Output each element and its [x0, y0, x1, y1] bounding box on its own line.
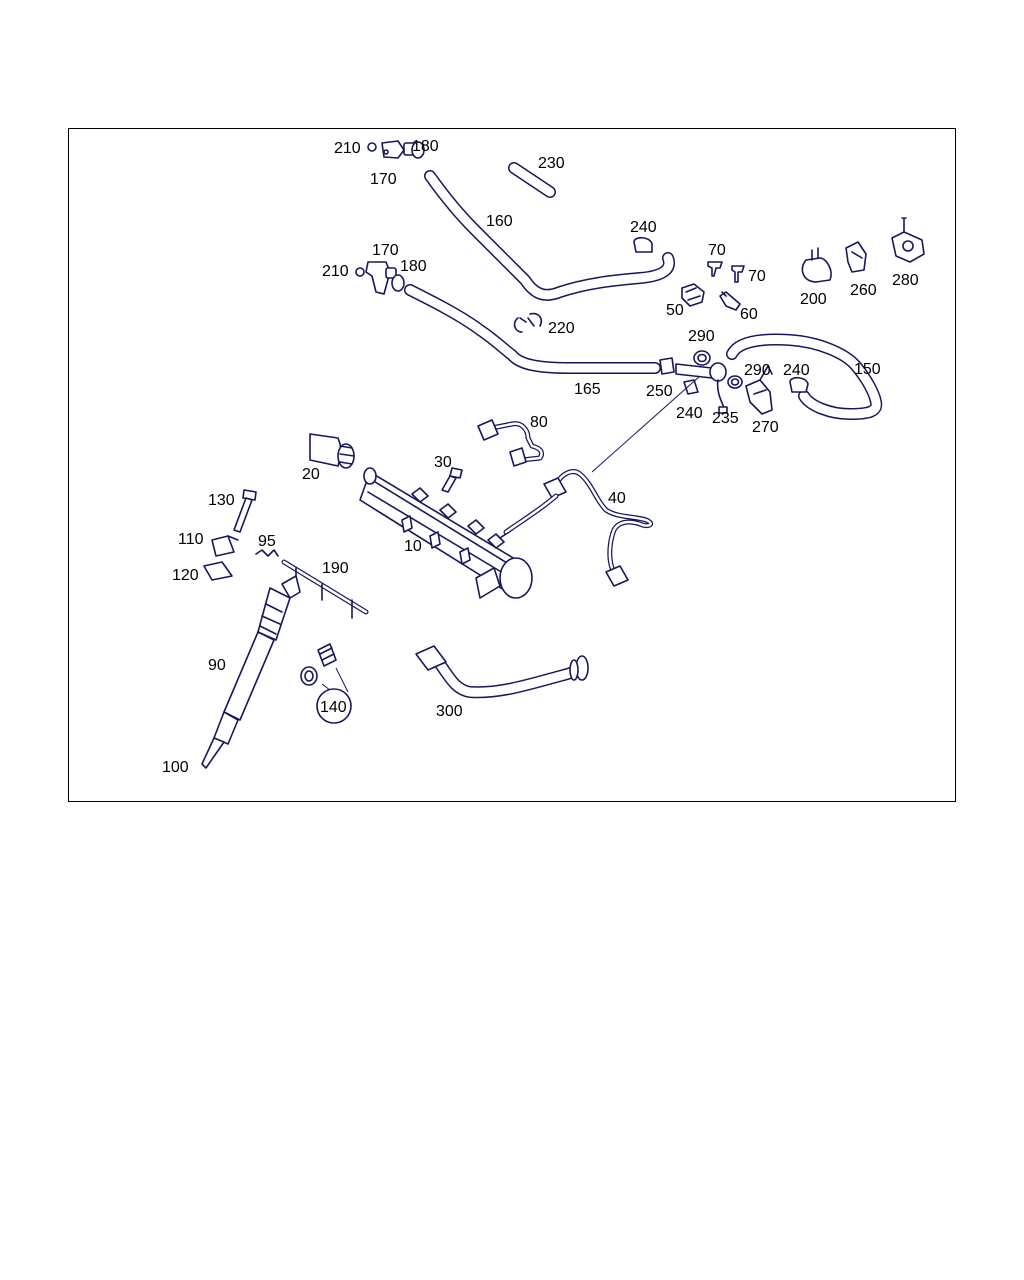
callout-160: 160: [486, 213, 513, 230]
connector-upper[interactable]: [367, 140, 425, 159]
callout-90: 90: [208, 657, 226, 674]
fuel-pipe-40[interactable]: [503, 469, 654, 587]
clamp-110[interactable]: [211, 535, 239, 557]
callout-240a: 240: [630, 219, 657, 236]
seal-290-lower[interactable]: [727, 375, 743, 389]
callout-70b: 70: [748, 268, 766, 285]
diagram-frame: [68, 128, 956, 802]
callout-280: 280: [892, 272, 919, 289]
callout-300: 300: [436, 703, 463, 720]
clamp-240-right[interactable]: [789, 376, 809, 393]
return-hose-160[interactable]: [424, 170, 675, 301]
bolt-130[interactable]: [233, 489, 257, 533]
callout-210b: 210: [322, 263, 349, 280]
banjo-fitting[interactable]: [675, 362, 728, 414]
callout-150: 150: [854, 361, 881, 378]
callout-100: 100: [162, 759, 189, 776]
sensor-50[interactable]: [681, 283, 705, 307]
callout-20: 20: [302, 466, 320, 483]
bracket-260[interactable]: [845, 241, 867, 273]
callout-220: 220: [548, 320, 575, 337]
seal-140[interactable]: [300, 643, 352, 724]
callout-165: 165: [574, 381, 601, 398]
return-hose-165[interactable]: [404, 284, 661, 374]
callout-95: 95: [258, 533, 276, 550]
callout-60: 60: [740, 306, 758, 323]
clamp-120[interactable]: [203, 561, 233, 581]
connector-lower[interactable]: [355, 261, 405, 295]
pressure-sensor-20[interactable]: [309, 433, 355, 469]
callout-200: 200: [800, 291, 827, 308]
seal-290-upper[interactable]: [693, 350, 711, 366]
callout-30: 30: [434, 454, 452, 471]
callout-180b: 180: [400, 258, 427, 275]
washer-95[interactable]: [255, 549, 279, 557]
callout-190: 190: [322, 560, 349, 577]
valve-280[interactable]: [891, 217, 925, 263]
hose-300[interactable]: [415, 645, 589, 699]
clip-220[interactable]: [513, 312, 543, 333]
callout-170b: 170: [372, 242, 399, 259]
callout-80: 80: [530, 414, 548, 431]
hose-150[interactable]: [726, 333, 883, 420]
callout-70a: 70: [708, 242, 726, 259]
callout-240c: 240: [783, 362, 810, 379]
callout-140: 140: [320, 699, 347, 716]
screw-70-left[interactable]: [707, 261, 723, 277]
callout-250: 250: [646, 383, 673, 400]
callout-210a: 210: [334, 140, 361, 157]
callout-120: 120: [172, 567, 199, 584]
callout-50: 50: [666, 302, 684, 319]
callout-290b: 290: [744, 362, 771, 379]
sensor-60[interactable]: [719, 291, 741, 311]
callout-10: 10: [404, 538, 422, 555]
callout-40: 40: [608, 490, 626, 507]
clamp-240-top[interactable]: [633, 236, 653, 253]
callout-270: 270: [752, 419, 779, 436]
screw-70-right[interactable]: [731, 265, 745, 283]
callout-235: 235: [712, 410, 739, 427]
callout-260: 260: [850, 282, 877, 299]
injector-90[interactable]: [201, 575, 301, 769]
bolt-30[interactable]: [441, 467, 463, 493]
fuel-rail-10[interactable]: [359, 467, 533, 599]
clamp-250[interactable]: [659, 357, 675, 375]
callout-240b: 240: [676, 405, 703, 422]
callout-130: 130: [208, 492, 235, 509]
callout-290a: 290: [688, 328, 715, 345]
callout-110: 110: [178, 531, 204, 548]
callout-170a: 170: [370, 171, 397, 188]
callout-230: 230: [538, 155, 565, 172]
callout-labels: 210 180 170 230 160 240 70 70 170 210 18…: [162, 138, 919, 776]
bracket-200[interactable]: [801, 247, 832, 283]
hose-piece-230[interactable]: [508, 162, 556, 198]
sensor-270[interactable]: [745, 365, 773, 415]
callout-180a: 180: [412, 138, 439, 155]
clamp-240-mid[interactable]: [683, 379, 699, 395]
fuel-pipe-80[interactable]: [477, 419, 545, 467]
